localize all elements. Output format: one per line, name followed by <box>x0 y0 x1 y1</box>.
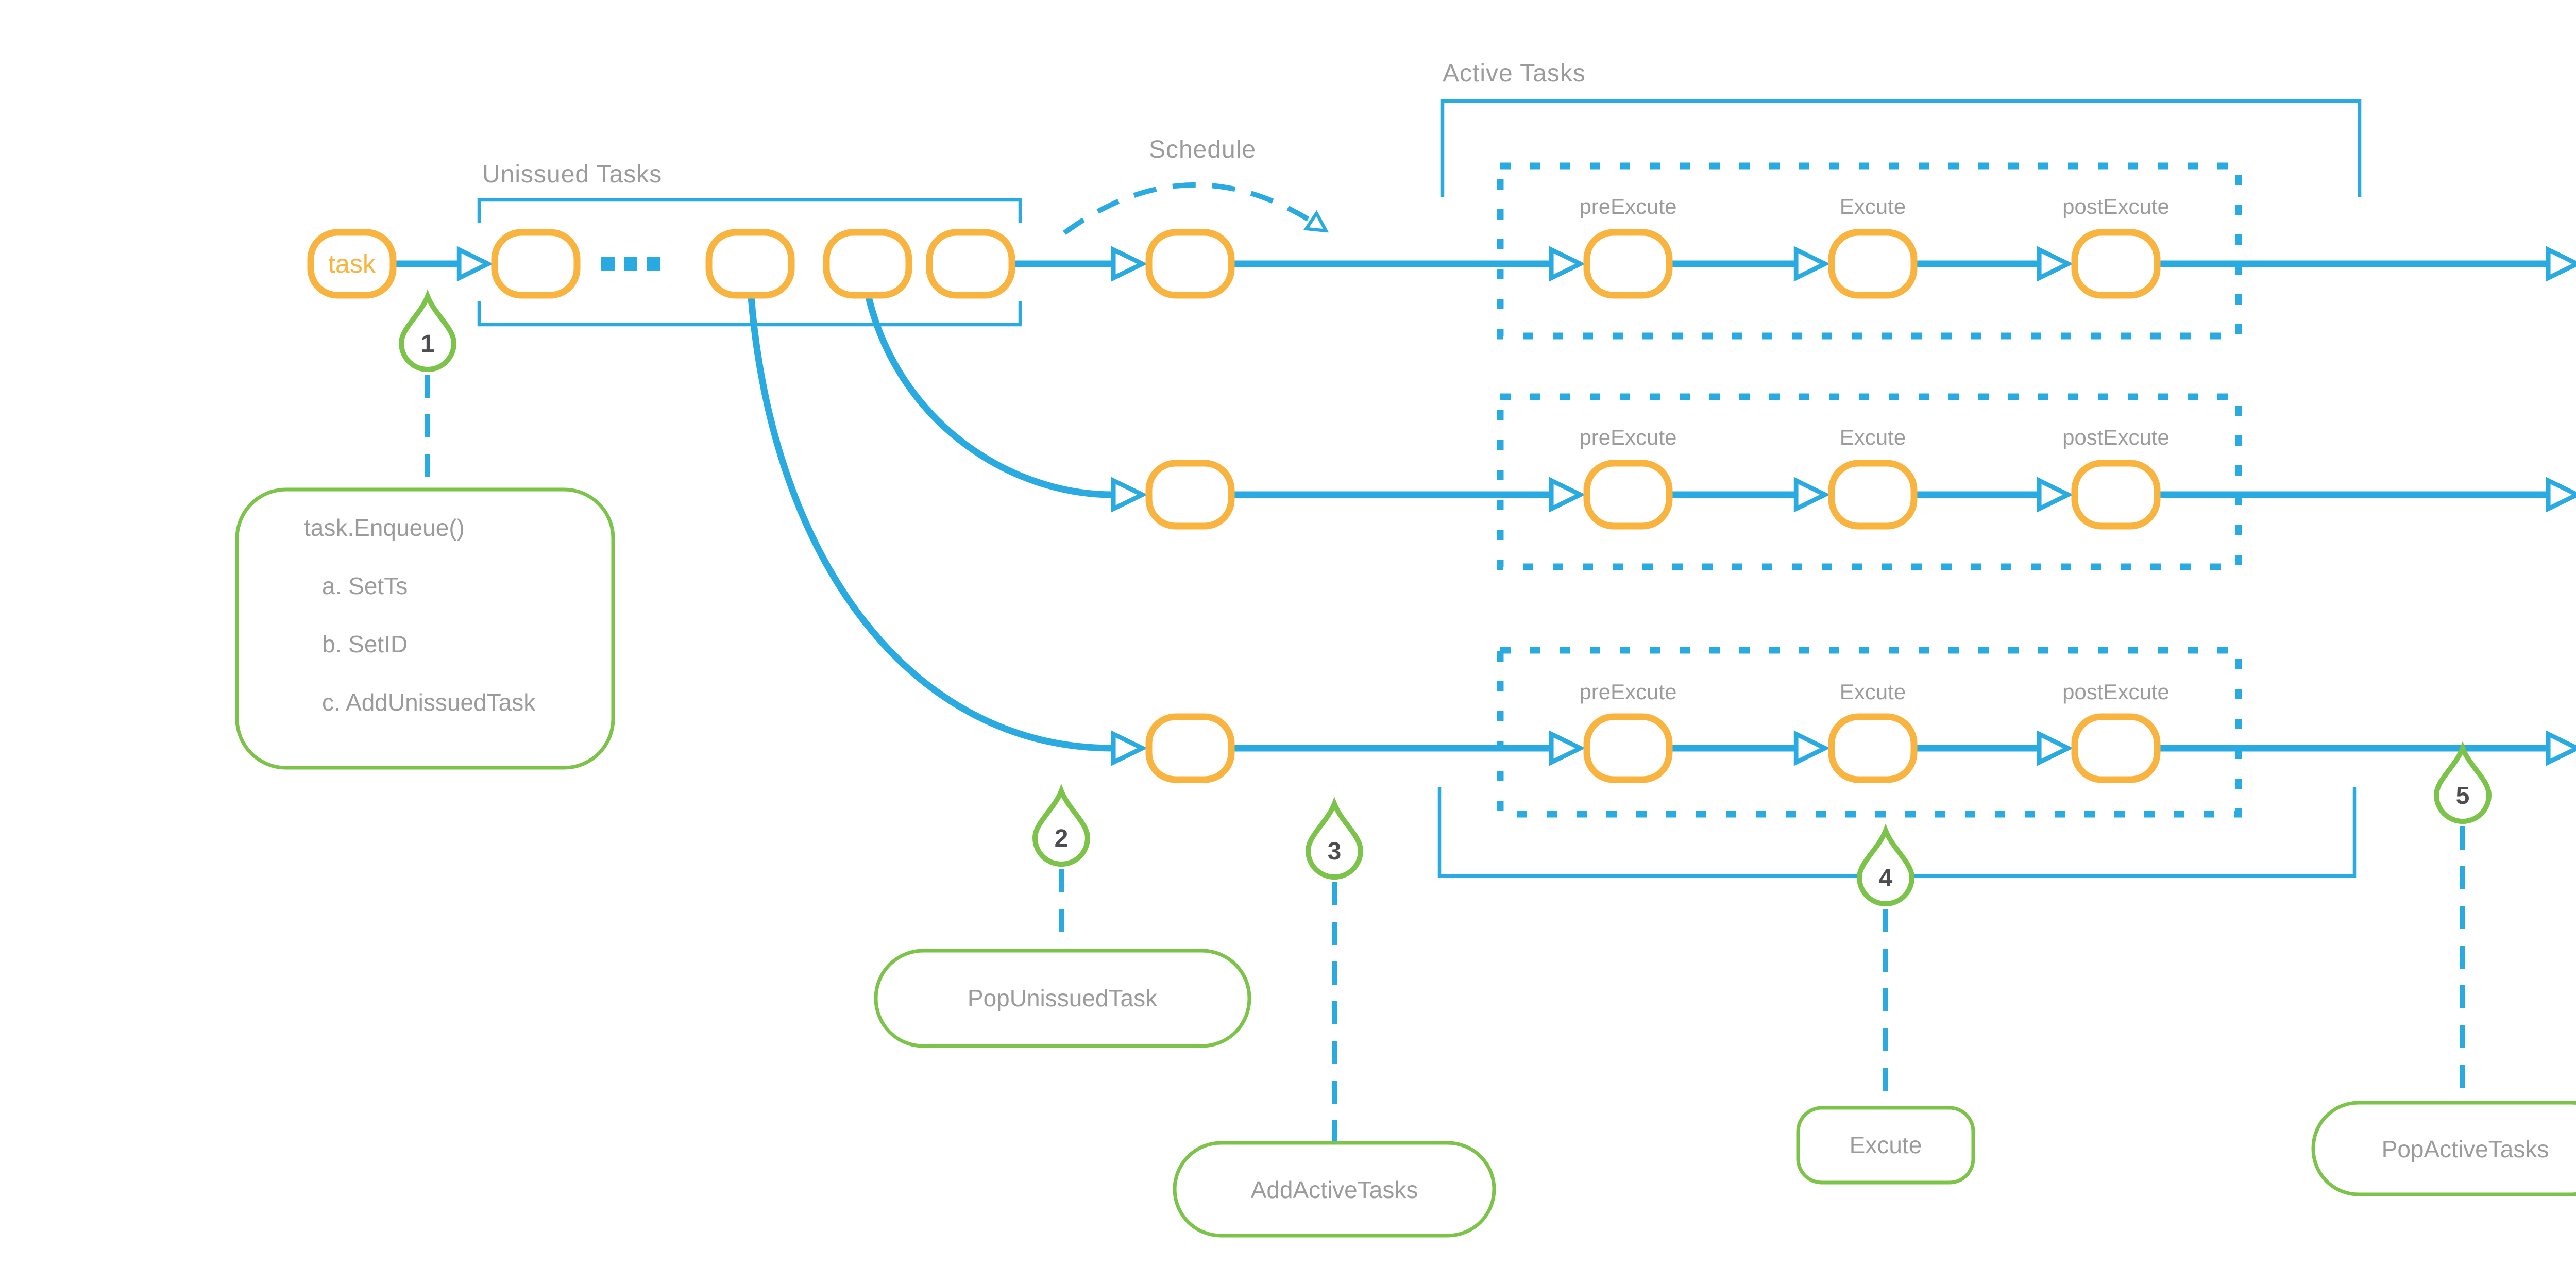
callout-task-enqueue: task.Enqueue() a. SetTs b. SetID c. AddU… <box>235 487 615 770</box>
scheduled-node-row3 <box>1145 713 1235 783</box>
callout-line: AddActiveTasks <box>1251 1176 1418 1203</box>
post-execute-label-row2: postExcute <box>2062 425 2170 449</box>
arrow-pop-to-row3 <box>748 297 1113 748</box>
task-node-label: task <box>328 249 376 278</box>
callout-excute: Excute <box>1796 1106 1975 1185</box>
execute-label-row3: Excute <box>1840 680 1906 704</box>
callout-line: Excute <box>1850 1132 1922 1158</box>
pre-execute-label-row1: preExcute <box>1579 194 1676 218</box>
callout-pop-unissued-task: PopUnissuedTask <box>874 949 1251 1048</box>
post-execute-label-row3: postExcute <box>2062 680 2170 704</box>
execute-label-row1: Excute <box>1840 194 1906 218</box>
callout-line: b. SetID <box>322 631 408 657</box>
arrow-pop-to-row2 <box>865 296 1113 495</box>
execute-node-row1 <box>1828 229 1918 299</box>
svg-text:3: 3 <box>1328 838 1342 865</box>
step-marker-1: 1 <box>398 289 457 372</box>
active-tasks-label: Active Tasks <box>1443 60 1586 87</box>
svg-text:2: 2 <box>1055 825 1069 852</box>
callout-line: PopActiveTasks <box>2382 1136 2549 1162</box>
pre-execute-node-row1 <box>1583 229 1673 299</box>
step-marker-2: 2 <box>1032 784 1091 867</box>
callout-line: PopUnissuedTask <box>968 985 1158 1011</box>
pre-execute-node-row3 <box>1583 713 1673 783</box>
execute-label-row2: Excute <box>1840 425 1906 449</box>
svg-text:1: 1 <box>421 330 435 358</box>
post-execute-node-row2 <box>2071 460 2161 530</box>
execute-node-row3 <box>1828 713 1918 783</box>
unissued-queue-node-2 <box>705 229 795 299</box>
unissued-queue-node-4 <box>926 229 1015 299</box>
active-tasks-bracket-top <box>1440 99 2362 197</box>
callout-pop-active-tasks: PopActiveTasks <box>2311 1101 2576 1196</box>
task-node <box>307 229 397 299</box>
unissued-tasks-label: Unissued Tasks <box>482 161 662 188</box>
callout-add-active-tasks: AddActiveTasks <box>1173 1141 1496 1238</box>
schedule-label: Schedule <box>1149 136 1256 163</box>
unissued-queue-node-1 <box>491 229 581 299</box>
unissued-queue-node-3 <box>823 229 912 299</box>
queue-ellipsis-dots <box>601 257 660 271</box>
callout-line: c. AddUnissuedTask <box>322 689 536 716</box>
svg-text:5: 5 <box>2456 782 2470 809</box>
execute-node-row2 <box>1828 460 1918 530</box>
unissued-tasks-bracket-bottom <box>477 301 1022 327</box>
callout-line: a. SetTs <box>322 572 408 599</box>
callout-line: task.Enqueue() <box>304 514 465 541</box>
pre-execute-label-row3: preExcute <box>1579 680 1676 704</box>
post-execute-node-row1 <box>2071 229 2161 299</box>
post-execute-label-row1: postExcute <box>2062 194 2170 218</box>
svg-text:4: 4 <box>1879 865 1893 892</box>
schedule-arc-arrow <box>1063 182 1320 235</box>
post-execute-node-row3 <box>2071 713 2161 783</box>
scheduled-node-row2 <box>1145 460 1235 530</box>
unissued-tasks-bracket-top <box>477 198 1022 223</box>
step-marker-4: 4 <box>1856 823 1915 906</box>
scheduled-node-row1 <box>1145 229 1235 299</box>
step-marker-3: 3 <box>1305 797 1364 880</box>
pre-execute-node-row2 <box>1583 460 1673 530</box>
pre-execute-label-row2: preExcute <box>1579 425 1676 449</box>
step-marker-5: 5 <box>2433 741 2492 824</box>
